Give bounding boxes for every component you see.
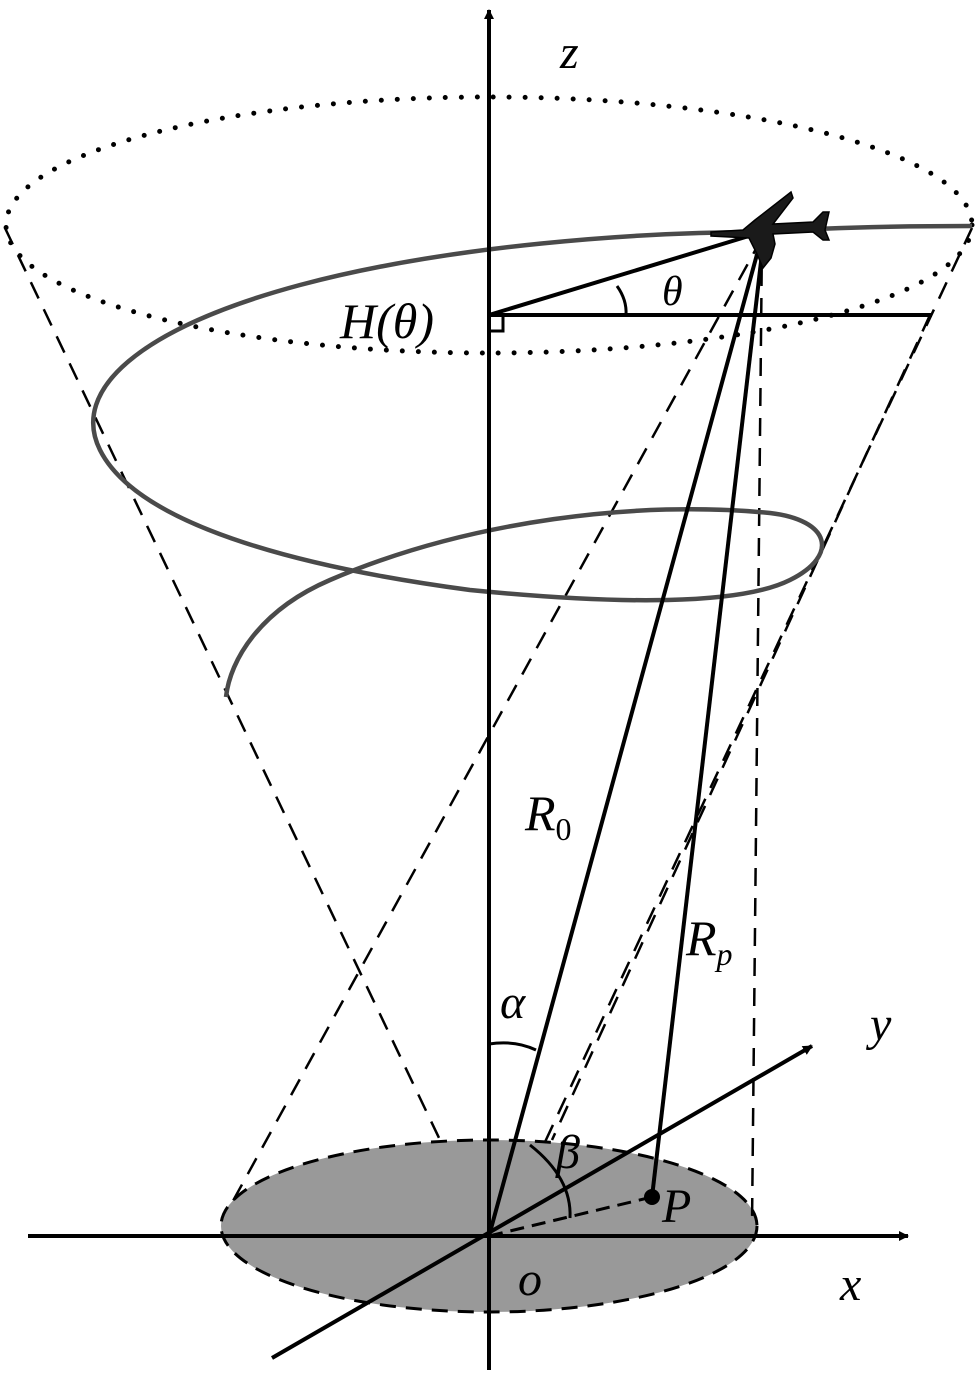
- theta-ref-to-ground: [550, 314, 932, 1141]
- rp-label-main: R: [685, 910, 717, 966]
- height-label: H(θ): [339, 293, 434, 349]
- r0-slant-range: [487, 235, 764, 1237]
- beta-label: β: [555, 1126, 580, 1179]
- x-axis-label: x: [839, 1258, 861, 1311]
- right-angle-marker: [489, 315, 505, 333]
- z-axis-label: z: [559, 26, 579, 79]
- airplane-icon: [710, 190, 831, 270]
- radius-line: [488, 230, 763, 317]
- alpha-label: α: [500, 976, 526, 1029]
- point-p-label: P: [661, 1180, 691, 1233]
- origin-label: o: [518, 1253, 542, 1306]
- beam-left-edge: [226, 237, 764, 1211]
- theta-label: θ: [662, 269, 683, 315]
- y-axis-label: y: [865, 998, 892, 1051]
- theta-arc: [615, 285, 628, 316]
- origin-to-p-line: [488, 1195, 653, 1238]
- rp-label: Rp: [685, 910, 733, 972]
- r0-label-sub: 0: [556, 811, 572, 847]
- cone-right-outer: [543, 227, 974, 1143]
- alpha-arc: [488, 1041, 537, 1052]
- rp-slant-range: [650, 235, 766, 1198]
- rp-label-sub: p: [715, 936, 733, 972]
- helical-trajectory: [90, 223, 973, 698]
- r0-label-main: R: [524, 785, 556, 841]
- cone-left-outer: [3, 227, 442, 1141]
- point-p-marker: [644, 1189, 660, 1205]
- beta-arc: [529, 1143, 572, 1219]
- y-axis: [270, 1044, 814, 1360]
- r0-label: R0: [524, 785, 572, 847]
- beam-right-edge: [750, 237, 764, 1226]
